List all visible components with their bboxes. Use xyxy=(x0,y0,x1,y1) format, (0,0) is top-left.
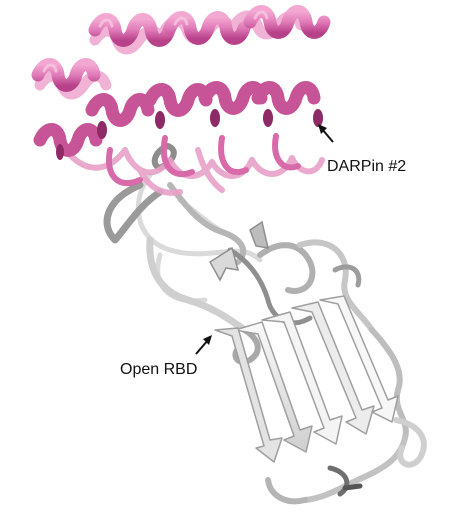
rbd-label: Open RBD xyxy=(120,361,197,378)
open-rbd-structure xyxy=(107,146,424,501)
darpin-structure xyxy=(38,12,324,193)
rbd-annotation: Open RBD xyxy=(120,335,212,378)
darpin-annotation: DARPin #2 xyxy=(318,124,406,175)
darpin-label: DARPin #2 xyxy=(327,158,406,175)
